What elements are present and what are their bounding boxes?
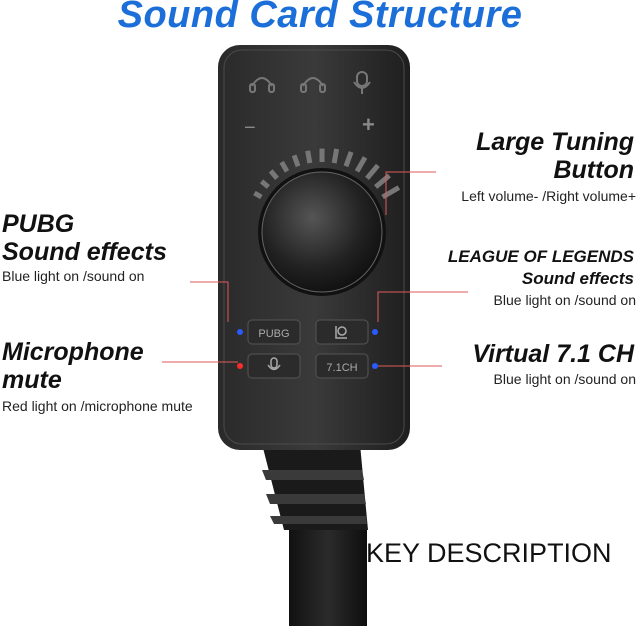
mic-title: Microphone mute	[2, 338, 144, 394]
lol-title: LEAGUE OF LEGENDS Sound effects	[448, 246, 634, 290]
virtual-description: Blue light on /sound on	[493, 371, 636, 387]
microphone-icon	[267, 357, 281, 371]
page-title: Sound Card Structure	[117, 0, 523, 36]
mic-title-line2: mute	[2, 366, 62, 394]
volume-tick	[305, 150, 313, 164]
tuning-leader-line	[385, 171, 436, 215]
pubg-title-line1: PUBG	[2, 210, 75, 238]
volume-tick	[331, 148, 340, 164]
lol-leader-line	[377, 291, 468, 322]
key-description-label: KEY DESCRIPTION	[366, 538, 612, 568]
virtual-led	[372, 363, 378, 369]
pubg-title: PUBG Sound effects	[2, 210, 167, 266]
volume-scale	[253, 148, 401, 200]
lol-button	[315, 319, 369, 345]
microphone-icon	[353, 71, 371, 94]
lol-description: Blue light on /sound on	[493, 292, 636, 308]
mic-title-line1: Microphone	[2, 338, 144, 366]
lol-icon	[335, 326, 347, 339]
lol-title-line1: LEAGUE OF LEGENDS	[447, 247, 634, 266]
tuning-title-line1: Large Tuning	[476, 128, 634, 156]
virtual-title: Virtual 7.1 CH	[472, 340, 634, 368]
headphone-icon	[249, 77, 275, 93]
pubg-led	[237, 329, 243, 335]
volume-tick	[354, 156, 368, 173]
leader-lines	[162, 171, 468, 367]
cable	[289, 525, 367, 626]
pubg-button-label: PUBG	[258, 328, 289, 340]
plus-icon: +	[362, 112, 375, 137]
virtual-71-button	[315, 353, 369, 379]
volume-tick	[365, 163, 380, 180]
pubg-title-line2: Sound effects	[2, 238, 167, 266]
volume-tick	[381, 185, 401, 200]
mic-led	[237, 363, 243, 369]
volume-tick	[253, 190, 263, 200]
tuning-description: Left volume- /Right volume+	[461, 188, 636, 204]
strain-relief	[262, 444, 368, 530]
pubg-button	[247, 319, 301, 345]
pubg-leader-line	[190, 281, 229, 322]
mic-description: Red light on /microphone mute	[2, 398, 193, 414]
pubg-description: Blue light on /sound on	[2, 268, 145, 284]
minus-icon: −	[244, 117, 256, 139]
volume-tick	[268, 169, 279, 180]
volume-tick	[259, 179, 270, 189]
volume-tick	[279, 160, 290, 173]
lol-led	[372, 329, 378, 335]
tuning-title: Large Tuning Button	[476, 128, 634, 184]
mic-mute-button	[247, 353, 301, 379]
volume-tick	[291, 154, 301, 168]
headphone-icon	[300, 77, 326, 93]
volume-tick	[374, 173, 391, 189]
lol-title-line2: Sound effects	[521, 269, 634, 288]
volume-tick	[343, 151, 354, 168]
tuning-title-line2: Button	[553, 156, 634, 184]
virtual-71-button-label: 7.1CH	[326, 362, 357, 374]
